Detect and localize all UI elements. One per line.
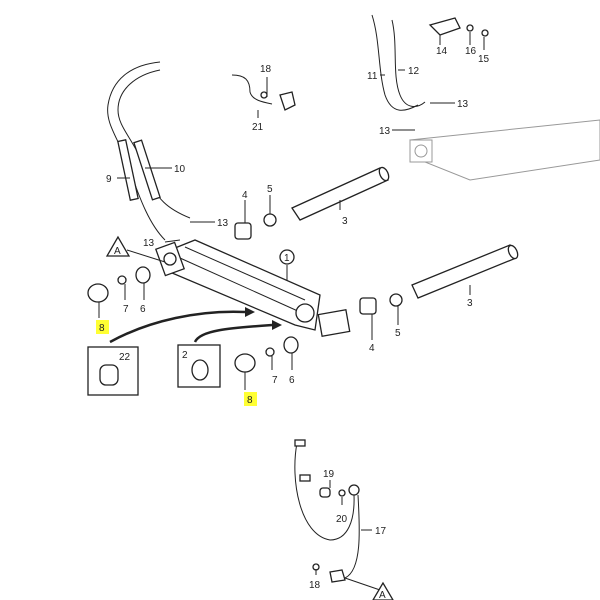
background-assembly	[409, 119, 600, 181]
pin-3-lower	[411, 244, 519, 299]
callout-17[interactable]: 17	[375, 526, 387, 537]
arrow-to-rod	[193, 323, 273, 343]
callout-14[interactable]: 14	[436, 46, 448, 57]
callout-a-bottom[interactable]: A	[379, 590, 386, 600]
callout-a-top[interactable]: A	[114, 246, 121, 257]
bushing-4-lower	[359, 297, 377, 315]
callout-13-a[interactable]: 13	[457, 99, 469, 110]
washer-6-left	[135, 266, 151, 284]
callout-4-lower[interactable]: 4	[369, 343, 375, 354]
callout-1[interactable]: 1	[284, 253, 290, 264]
callout-7-right[interactable]: 7	[272, 375, 278, 386]
callout-5-lower[interactable]: 5	[395, 328, 401, 339]
callout-7-left[interactable]: 7	[123, 304, 129, 315]
callout-18-top[interactable]: 18	[260, 64, 272, 75]
leader-lines	[98, 32, 485, 591]
callout-19[interactable]: 19	[323, 469, 335, 480]
callout-6-left[interactable]: 6	[140, 304, 146, 315]
highlight-8-left	[96, 320, 109, 334]
cap-8-left	[87, 283, 109, 303]
callout-12[interactable]: 12	[408, 66, 420, 77]
callout-5-upper[interactable]: 5	[267, 184, 273, 195]
callout-8-left[interactable]: 8	[99, 323, 105, 334]
callout-13-d[interactable]: 13	[143, 238, 155, 249]
clip-7-left	[117, 275, 127, 285]
washer-5-upper	[263, 213, 277, 227]
cable-21	[231, 74, 296, 111]
callout-2[interactable]: 2	[182, 350, 188, 361]
hydraulic-cylinder	[154, 239, 351, 338]
reference-triangle-a-top	[105, 235, 131, 257]
reference-circle-1	[279, 249, 295, 265]
callout-3-upper[interactable]: 3	[342, 216, 348, 227]
callout-22[interactable]: 22	[119, 352, 131, 363]
clip-7-right	[265, 347, 275, 357]
callout-20[interactable]: 20	[336, 514, 348, 525]
callout-6-right[interactable]: 6	[289, 375, 295, 386]
washer-6-right	[283, 336, 299, 354]
callout-21[interactable]: 21	[252, 122, 264, 133]
callout-16[interactable]: 16	[465, 46, 477, 57]
hose-11-12	[371, 14, 489, 111]
arrow-to-cylinder	[109, 310, 246, 344]
callout-4-upper[interactable]: 4	[242, 190, 248, 201]
pin-3-upper	[291, 166, 390, 221]
callout-13-b[interactable]: 13	[379, 126, 391, 137]
callout-10[interactable]: 10	[174, 164, 186, 175]
callout-13-c[interactable]: 13	[217, 218, 229, 229]
bushing-4-upper	[234, 222, 252, 240]
washer-5-lower	[389, 293, 403, 307]
callout-11[interactable]: 11	[367, 71, 378, 82]
highlight-8-right	[244, 392, 257, 406]
hose-9-10	[107, 61, 191, 241]
callout-9[interactable]: 9	[106, 174, 112, 185]
callout-8-right[interactable]: 8	[247, 395, 253, 406]
callout-15[interactable]: 15	[478, 54, 490, 65]
reference-triangle-a-bottom	[372, 581, 394, 600]
cable-17	[294, 439, 360, 583]
callout-18-bottom[interactable]: 18	[309, 580, 321, 591]
cap-8-right	[234, 353, 256, 373]
callout-3-lower[interactable]: 3	[467, 298, 473, 309]
